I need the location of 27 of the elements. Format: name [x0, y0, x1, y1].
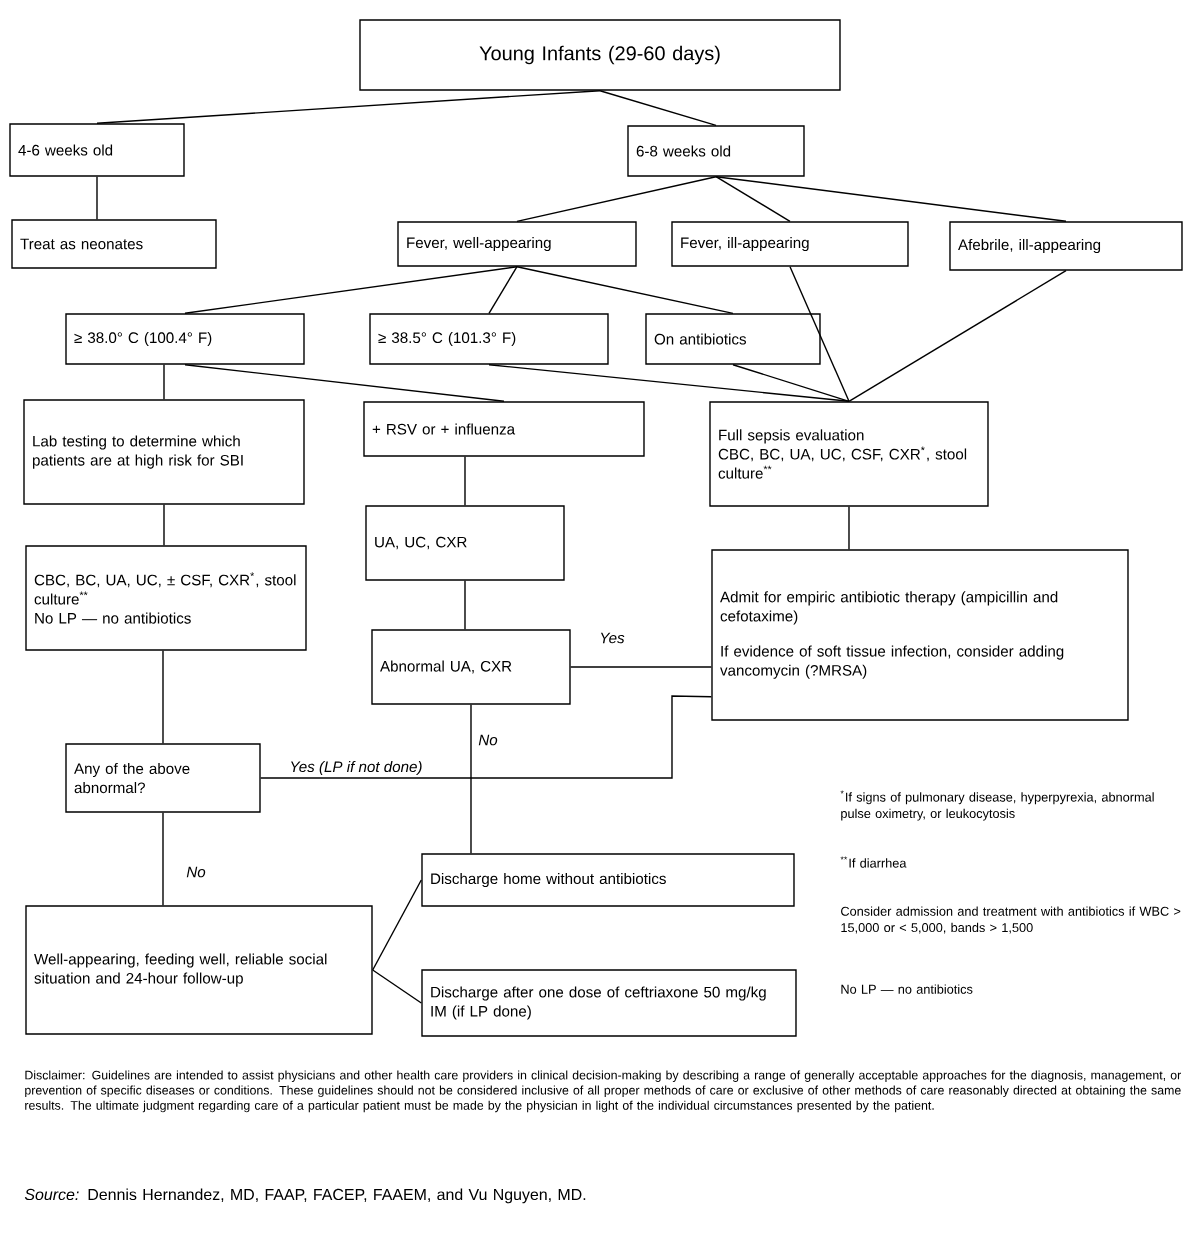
connector-line [599, 90, 717, 126]
connector-line [372, 969, 422, 1004]
process-box: Young Infants (29-60 days) [359, 19, 841, 91]
connector-line [516, 176, 717, 222]
connector-line [96, 90, 601, 124]
connector-line [848, 270, 1067, 402]
connector-line [488, 364, 850, 402]
connector-line [163, 504, 165, 546]
connector-line [184, 266, 518, 314]
connector-line [789, 266, 850, 402]
connector-line [732, 364, 850, 402]
connector-line [260, 695, 712, 779]
connector-line [96, 176, 98, 220]
connector-line [570, 666, 712, 668]
connector-line [715, 176, 791, 222]
connector-line [464, 580, 466, 630]
connector-line [715, 176, 1067, 222]
connector-line [488, 266, 518, 314]
connector-line [162, 812, 164, 906]
connector-line [162, 650, 164, 744]
connector-line [516, 266, 734, 314]
connector-line [184, 364, 505, 402]
connector-line [848, 506, 850, 550]
connector-line [372, 879, 422, 971]
connector-line [163, 364, 165, 400]
connector-line [464, 456, 466, 506]
connector-line [470, 704, 472, 854]
